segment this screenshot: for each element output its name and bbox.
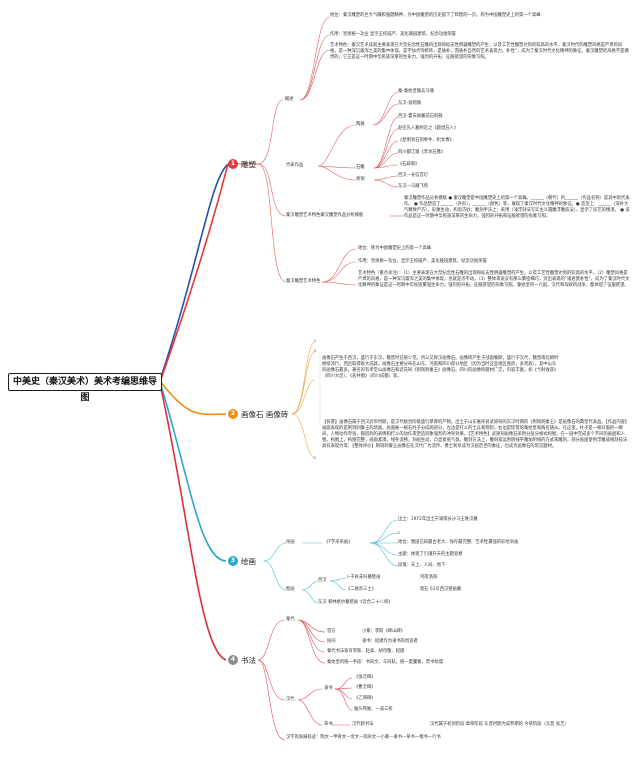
node-overview[interactable]: 概述 <box>285 97 294 102</box>
silk-item[interactable]: 段落：天上、人间、地下 <box>398 563 446 568</box>
branch-painting[interactable]: 3 绘画 <box>228 555 256 567</box>
silk-item[interactable]: c <box>398 530 401 535</box>
badge-4: 4 <box>228 655 238 665</box>
node-sculpture-features[interactable]: 秦汉雕塑艺术特色 <box>286 279 321 284</box>
node-analysis-template[interactable]: 秦汉雕塑艺术特色秦汉雕塑作品分析模板 <box>286 213 364 218</box>
stone-item[interactable]: 四川都江堰《李冰石像》 <box>398 150 446 155</box>
node-stone[interactable]: 石雕 <box>356 165 365 170</box>
qin-official-detail[interactable]: 小篆：李斯《峄山碑》 <box>362 629 405 634</box>
pottery-item[interactable]: 东汉-说唱俑 <box>398 101 422 106</box>
trunk-2 <box>159 380 227 416</box>
stone-relief-intro[interactable]: 画像石产生于西汉，盛行于东汉，魏晋时已很少见。所以又称汉画像石。画像砖产生于战国… <box>322 356 559 379</box>
root-topic[interactable]: 中美史（秦汉美术）美术考编思维导图 <box>8 373 162 403</box>
qin-unification[interactable]: 秦始皇的统一手段：书同文、车同轨，统一度量衡，焚书坑儒 <box>327 660 444 665</box>
t-shaped-silk-painting[interactable]: 《T字形帛画》 <box>324 540 353 545</box>
cursive-new[interactable]: 汉代新书法 <box>352 722 374 727</box>
mural-location[interactable]: 现在 61号西汉壁画墓 <box>420 587 462 592</box>
clerical-item[interactable]: 《曹全碑》 <box>354 685 376 690</box>
qin-official[interactable]: 官方 <box>327 629 336 634</box>
node-western-han[interactable]: 西汉 <box>318 578 327 583</box>
branch-sculpture[interactable]: 1 雕塑 <box>228 158 256 170</box>
feature-art[interactable]: 艺术特色（重点关注）：（1）主要表现在大型纪念性石雕的出现和标志性明器雕塑的产生… <box>358 271 630 288</box>
node-representative-works[interactable]: 代表作品 <box>286 163 304 168</box>
clerical-item[interactable]: 《张迁碑》 <box>354 675 376 680</box>
branch-label: 绘画 <box>241 556 256 566</box>
node-bronze[interactable]: 青铜 <box>356 177 365 182</box>
node-features[interactable]: 艺术特色：秦汉艺术成就主要表现在大型纪念性石雕的出现和标志性明器雕塑的产生，以及… <box>330 43 629 60</box>
node-c[interactable]: c <box>314 455 317 460</box>
stone-item[interactable]: 西汉-霍去病墓前石刻群 <box>398 114 443 119</box>
branch-stone-relief[interactable]: 2 画像石 画像砖 <box>228 408 288 420</box>
trunk-1 <box>159 163 229 381</box>
node-silk-painting[interactable]: 帛画 <box>286 540 295 545</box>
node-c[interactable]: c <box>314 348 317 353</box>
silk-item[interactable]: 出土：1972年出土于湖南长沙马王堆汉墓 <box>398 517 478 522</box>
node-cursive-script[interactable]: 草书 <box>324 722 333 727</box>
stone-item[interactable]: 赵佗先人墓附近之《圆觉石人》 <box>398 126 459 131</box>
script-evolution[interactable]: 汉字的发展轨迹：陶文—甲骨文—金文—简帛文—小篆—隶书—草书—楷书—行书 <box>286 735 441 740</box>
silk-item[interactable]: 地位：我国已知最古老大、保存最完整、艺术性最强的彩绘帛画 <box>398 540 519 545</box>
jingke-analysis[interactable]: 【背景】画像石属于西汉武帝时期，是汉代统治阶级盛行厚葬的产物。出土于山东嘉祥县武… <box>322 420 628 449</box>
trunk-3 <box>159 381 227 562</box>
branch-calligraphy[interactable]: 4 书法 <box>228 654 256 666</box>
feature-status[interactable]: 地位：称为中国雕塑史上的第一个高峰 <box>358 246 432 251</box>
node-mural[interactable]: 壁画 <box>286 587 295 592</box>
bronze-item[interactable]: 东汉—马踏飞燕 <box>398 184 429 189</box>
node-han-dynasty[interactable]: 汉代 <box>286 697 295 702</box>
node-status[interactable]: 地位：秦汉雕塑的巨大气魄和强健精神，为中国雕塑的历史留下了辉煌的一页。称为中国雕… <box>330 13 541 18</box>
clerical-item[interactable]: 《乙瑛碑》 <box>354 696 376 701</box>
feature-function[interactable]: 作用：宣扬统一功业，显示王权威严、美化陵园建筑、纪念功勋荣誉 <box>358 259 487 264</box>
node-function[interactable]: 作用：宣扬统一功业 显示王权威严、美化陵园建筑、纪念功勋荣誉 <box>330 32 456 37</box>
badge-2: 2 <box>228 409 238 419</box>
stone-item[interactable]: 《石辟邪》 <box>398 162 420 167</box>
cursive-detail[interactable]: 汉代属于初创阶段 章草阶段 东晋时期为成熟期的 今草阶段（东晋 张芝） <box>430 722 569 727</box>
analysis-template-text[interactable]: 秦汉雕塑作品分析模板 ● 秦汉雕塑是中国雕塑史上的第一个高峰。______（朝代… <box>404 196 630 219</box>
clerical-item[interactable]: 蚕头燕尾、一波三折 <box>354 707 393 712</box>
mural-item[interactable]: 《二桃杀三士》 <box>346 587 377 592</box>
bronze-item[interactable]: 西汉—长信宫灯 <box>398 173 429 178</box>
branch-label: 画像石 画像砖 <box>241 409 289 419</box>
mural-location[interactable]: 河南洛阳 <box>420 575 438 580</box>
badge-3: 3 <box>228 556 238 566</box>
node-c[interactable]: c <box>314 338 317 343</box>
qin-calligraphers[interactable]: 秦代书法家有李斯、赵高、胡母敬、程邈 <box>327 649 405 654</box>
mural-item[interactable]: 卜千秋夫妇墓壁画 <box>346 575 381 580</box>
trunk-4 <box>159 383 227 661</box>
node-pottery[interactable]: 陶俑 <box>356 122 365 127</box>
node-eastern-han-mural[interactable]: 东汉 和林格尔墓壁画《云合二十八将》 <box>318 600 393 605</box>
stone-item[interactable]: 《昆明池石刻牵牛、织女像》 <box>398 138 454 143</box>
qin-folk[interactable]: 民间 <box>327 639 336 644</box>
silk-item[interactable]: 主题：体现了引魂升天的主题思想 <box>398 552 463 557</box>
trunk-1b <box>159 163 229 383</box>
badge-1: 1 <box>228 159 238 169</box>
node-clerical-script[interactable]: 隶书 <box>324 686 333 691</box>
node-qin-dynasty[interactable]: 秦代 <box>286 617 295 622</box>
branch-label: 书法 <box>241 655 256 665</box>
pottery-item[interactable]: 秦-秦始皇陵兵马俑 <box>398 89 434 94</box>
qin-folk-detail[interactable]: 隶书：程邈作为隶书的创造者 <box>362 639 418 644</box>
branch-label: 雕塑 <box>241 159 256 169</box>
